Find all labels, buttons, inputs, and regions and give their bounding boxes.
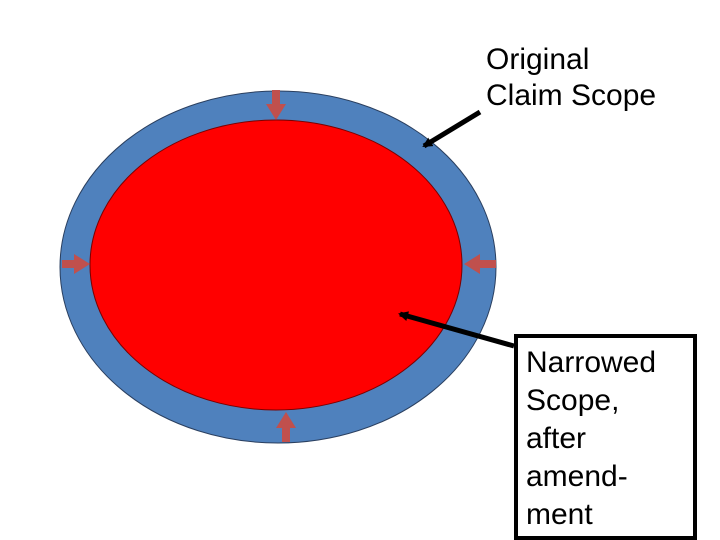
original-claim-scope-label: Original Claim Scope — [486, 42, 656, 114]
arrow-pointer-icon — [422, 109, 482, 149]
arrow-inward-icon — [276, 412, 296, 442]
narrowed-scope-ellipse — [89, 119, 463, 411]
narrowed-scope-label-line: amend- — [526, 460, 628, 493]
narrowed-scope-label: Narrowed Scope, after amend- ment — [526, 344, 656, 534]
arrow-inward-icon — [464, 254, 496, 274]
narrowed-scope-label-line: ment — [526, 498, 593, 531]
original-claim-scope-label-line: Original — [486, 43, 590, 76]
narrowed-scope-callout-box: Narrowed Scope, after amend- ment — [514, 334, 697, 540]
arrow-pointer-icon — [398, 311, 515, 349]
narrowed-scope-label-line: Narrowed — [526, 346, 657, 379]
narrowed-scope-label-line: Scope, — [526, 384, 620, 417]
narrowed-scope-label-line: after — [526, 422, 587, 455]
original-claim-scope-label-line: Claim Scope — [486, 79, 657, 112]
arrow-inward-icon — [62, 254, 90, 274]
arrow-inward-icon — [266, 90, 286, 120]
